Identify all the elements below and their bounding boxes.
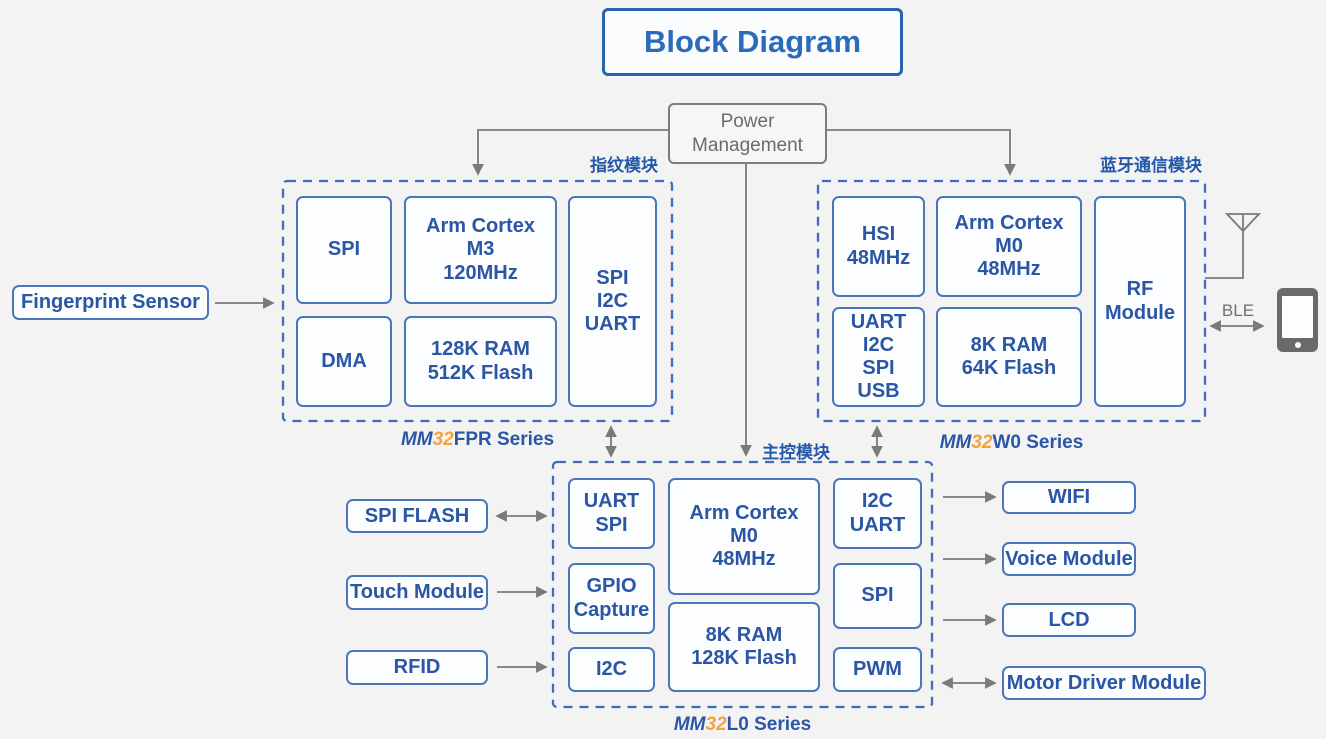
peripheral-voice-module: Voice Module bbox=[1002, 542, 1136, 576]
power-management-box: Power Management bbox=[668, 103, 827, 164]
series-l0-prefix: MM bbox=[673, 714, 706, 735]
block-main-pwm: PWM bbox=[833, 647, 922, 692]
block-main-spi: SPI bbox=[833, 563, 922, 629]
block-fpr-dma: DMA bbox=[296, 316, 392, 407]
antenna-icon bbox=[1205, 213, 1262, 279]
block-bt-hsi: HSI 48MHz bbox=[832, 196, 925, 297]
block-bt-memory: 8K RAM 64K Flash bbox=[936, 307, 1082, 407]
series-label-fpr: MM32FPR Series bbox=[283, 429, 672, 451]
module-bluetooth-tag: 蓝牙通信模块 bbox=[1100, 156, 1202, 175]
peripheral-spi-flash: SPI FLASH bbox=[346, 499, 488, 533]
module-fingerprint-tag: 指纹模块 bbox=[590, 156, 658, 175]
peripheral-wifi: WIFI bbox=[1002, 481, 1136, 514]
block-fpr-memory: 128K RAM 512K Flash bbox=[404, 316, 557, 407]
peripheral-motor-driver: Motor Driver Module bbox=[1002, 666, 1206, 700]
series-fpr-suffix: FPR Series bbox=[453, 429, 555, 450]
series-w0-number: 32 bbox=[971, 432, 993, 453]
block-main-i2c-uart: I2C UART bbox=[833, 478, 922, 549]
series-w0-suffix: W0 Series bbox=[992, 432, 1084, 453]
peripheral-lcd: LCD bbox=[1002, 603, 1136, 637]
series-l0-suffix: L0 Series bbox=[726, 714, 812, 735]
block-fpr-core: Arm Cortex M3 120MHz bbox=[404, 196, 557, 304]
page-title-text: Block Diagram bbox=[643, 24, 862, 59]
block-fpr-spi: SPI bbox=[296, 196, 392, 304]
series-label-l0: MM32L0 Series bbox=[553, 714, 932, 736]
block-main-i2c: I2C bbox=[568, 647, 655, 692]
block-main-core: Arm Cortex M0 48MHz bbox=[668, 478, 820, 595]
peripheral-rfid: RFID bbox=[346, 650, 488, 685]
block-main-gpio: GPIO Capture bbox=[568, 563, 655, 634]
ble-link-label: BLE bbox=[1221, 301, 1255, 320]
block-bt-bus: UART I2C SPI USB bbox=[832, 307, 925, 407]
peripheral-fingerprint-sensor: Fingerprint Sensor bbox=[12, 285, 209, 320]
series-fpr-number: 32 bbox=[432, 429, 454, 450]
smartphone-home-button bbox=[1294, 342, 1301, 348]
block-main-uart-spi: UART SPI bbox=[568, 478, 655, 549]
block-main-memory: 8K RAM 128K Flash bbox=[668, 602, 820, 692]
smartphone-screen bbox=[1282, 296, 1313, 338]
series-w0-prefix: MM bbox=[939, 432, 972, 453]
block-bt-core: Arm Cortex M0 48MHz bbox=[936, 196, 1082, 297]
page-title: Block Diagram bbox=[602, 8, 903, 76]
block-fpr-bus: SPI I2C UART bbox=[568, 196, 657, 407]
peripheral-touch-module: Touch Module bbox=[346, 575, 488, 610]
wire-pm-to-bluetooth bbox=[823, 129, 1016, 176]
power-management-label: Power Management bbox=[692, 110, 803, 156]
series-label-w0: MM32W0 Series bbox=[818, 432, 1205, 454]
series-l0-number: 32 bbox=[705, 714, 727, 735]
block-bt-rf: RF Module bbox=[1094, 196, 1186, 407]
smartphone-icon bbox=[1277, 288, 1318, 352]
series-fpr-prefix: MM bbox=[400, 429, 433, 450]
module-main-tag: 主控模块 bbox=[762, 443, 830, 462]
